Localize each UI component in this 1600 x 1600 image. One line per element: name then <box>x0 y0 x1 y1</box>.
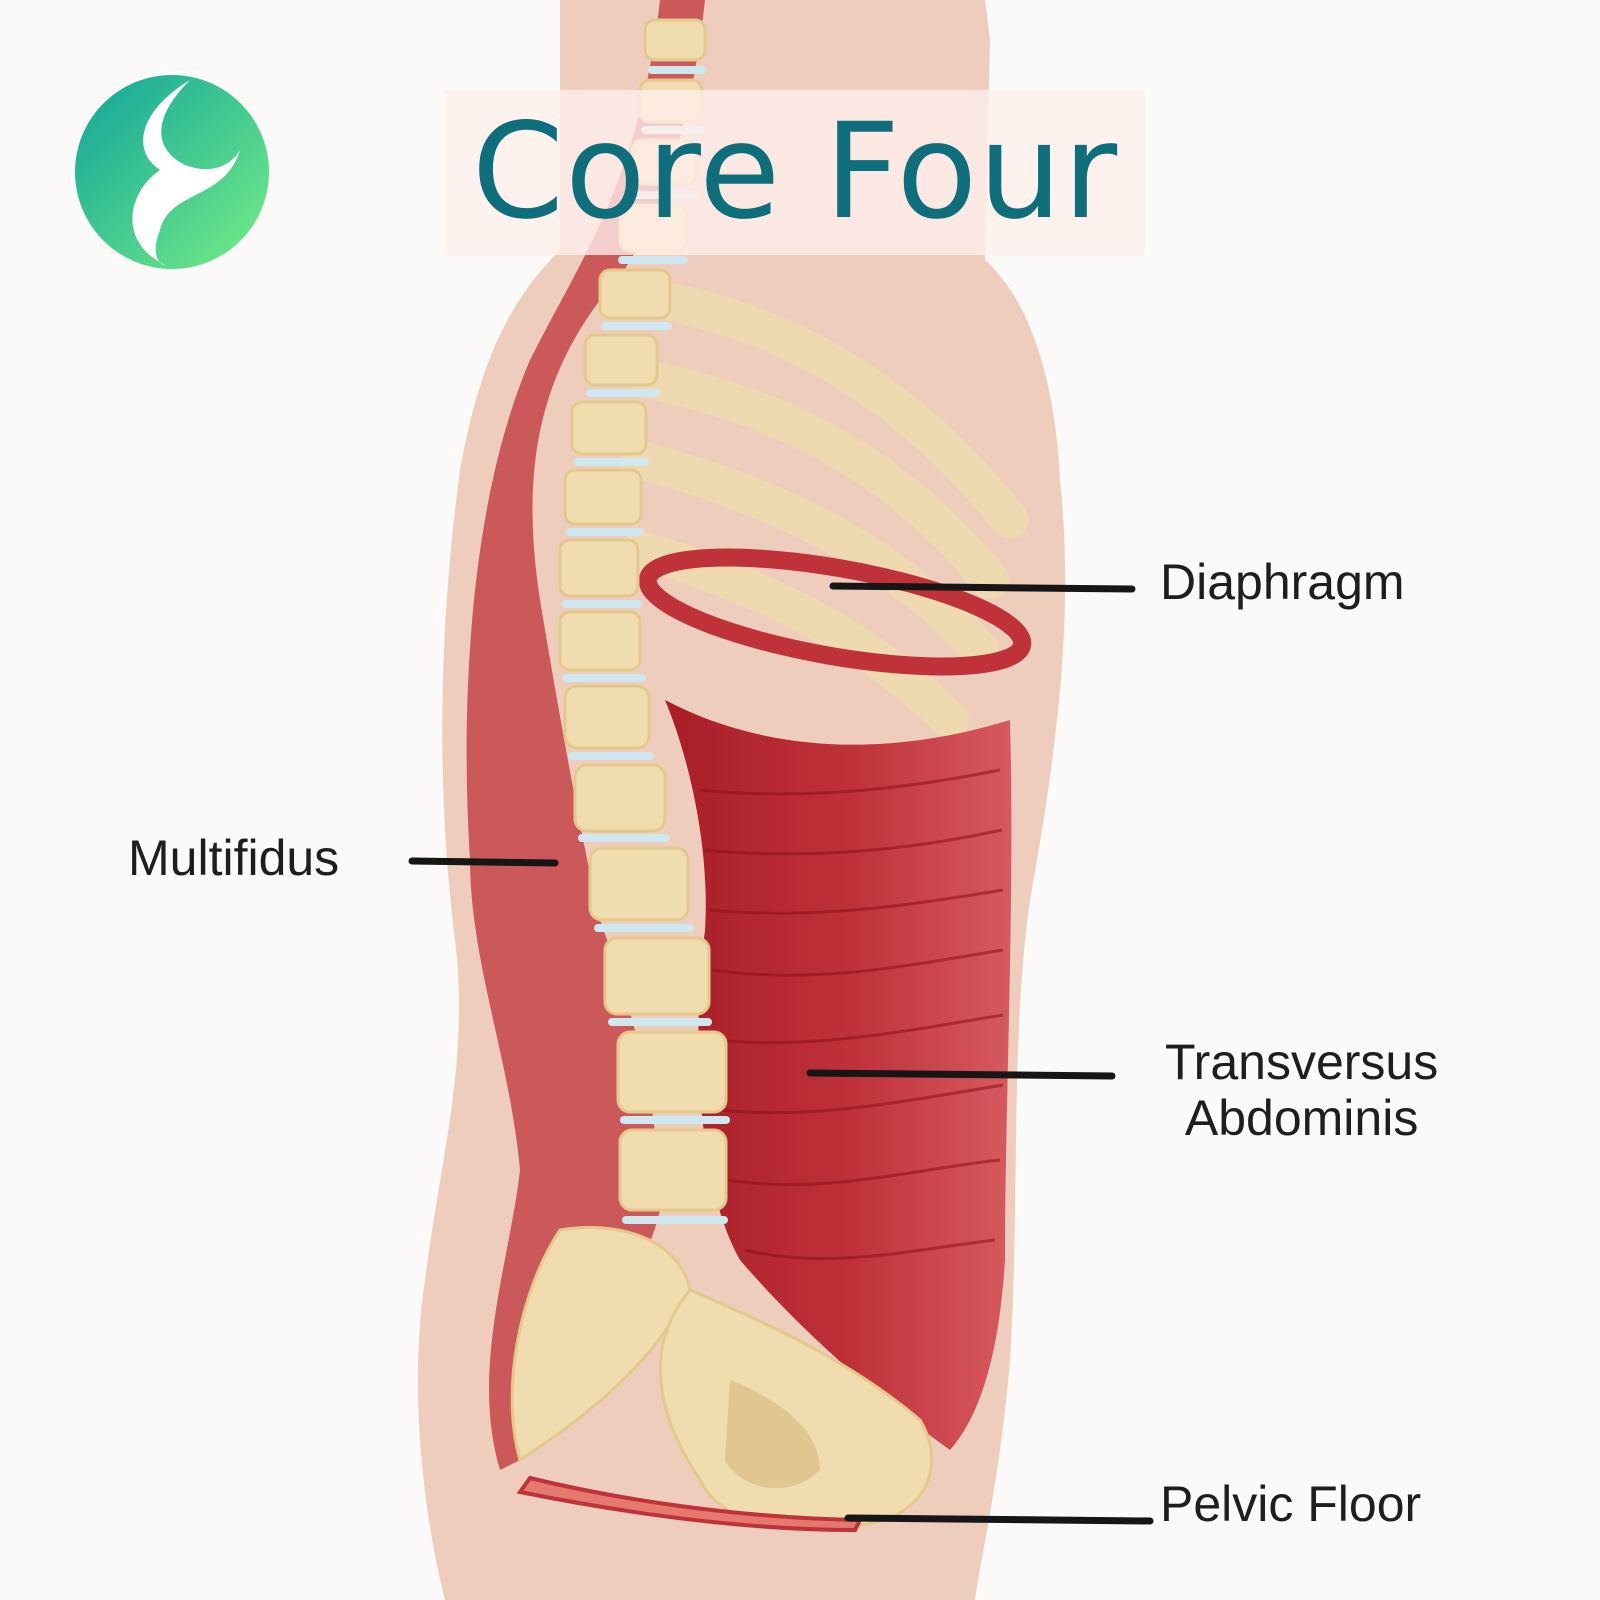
brand-logo-icon <box>75 75 269 269</box>
label-transversus-line1: Transversus <box>1165 1034 1438 1090</box>
label-pelvic-floor: Pelvic Floor <box>1160 1476 1421 1532</box>
label-transversus-line2: Abdominis <box>1165 1090 1438 1146</box>
transversus-leader-line <box>810 1073 1112 1076</box>
label-multifidus: Multifidus <box>128 830 339 886</box>
multifidus-leader-line <box>412 861 555 863</box>
label-transversus-abdominis: Transversus Abdominis <box>1165 1034 1438 1146</box>
label-diaphragm: Diaphragm <box>1160 554 1405 610</box>
diaphragm-leader-line <box>833 586 1132 589</box>
pelvic-floor-leader-line <box>848 1518 1150 1521</box>
page-title: Core Four <box>445 92 1145 252</box>
